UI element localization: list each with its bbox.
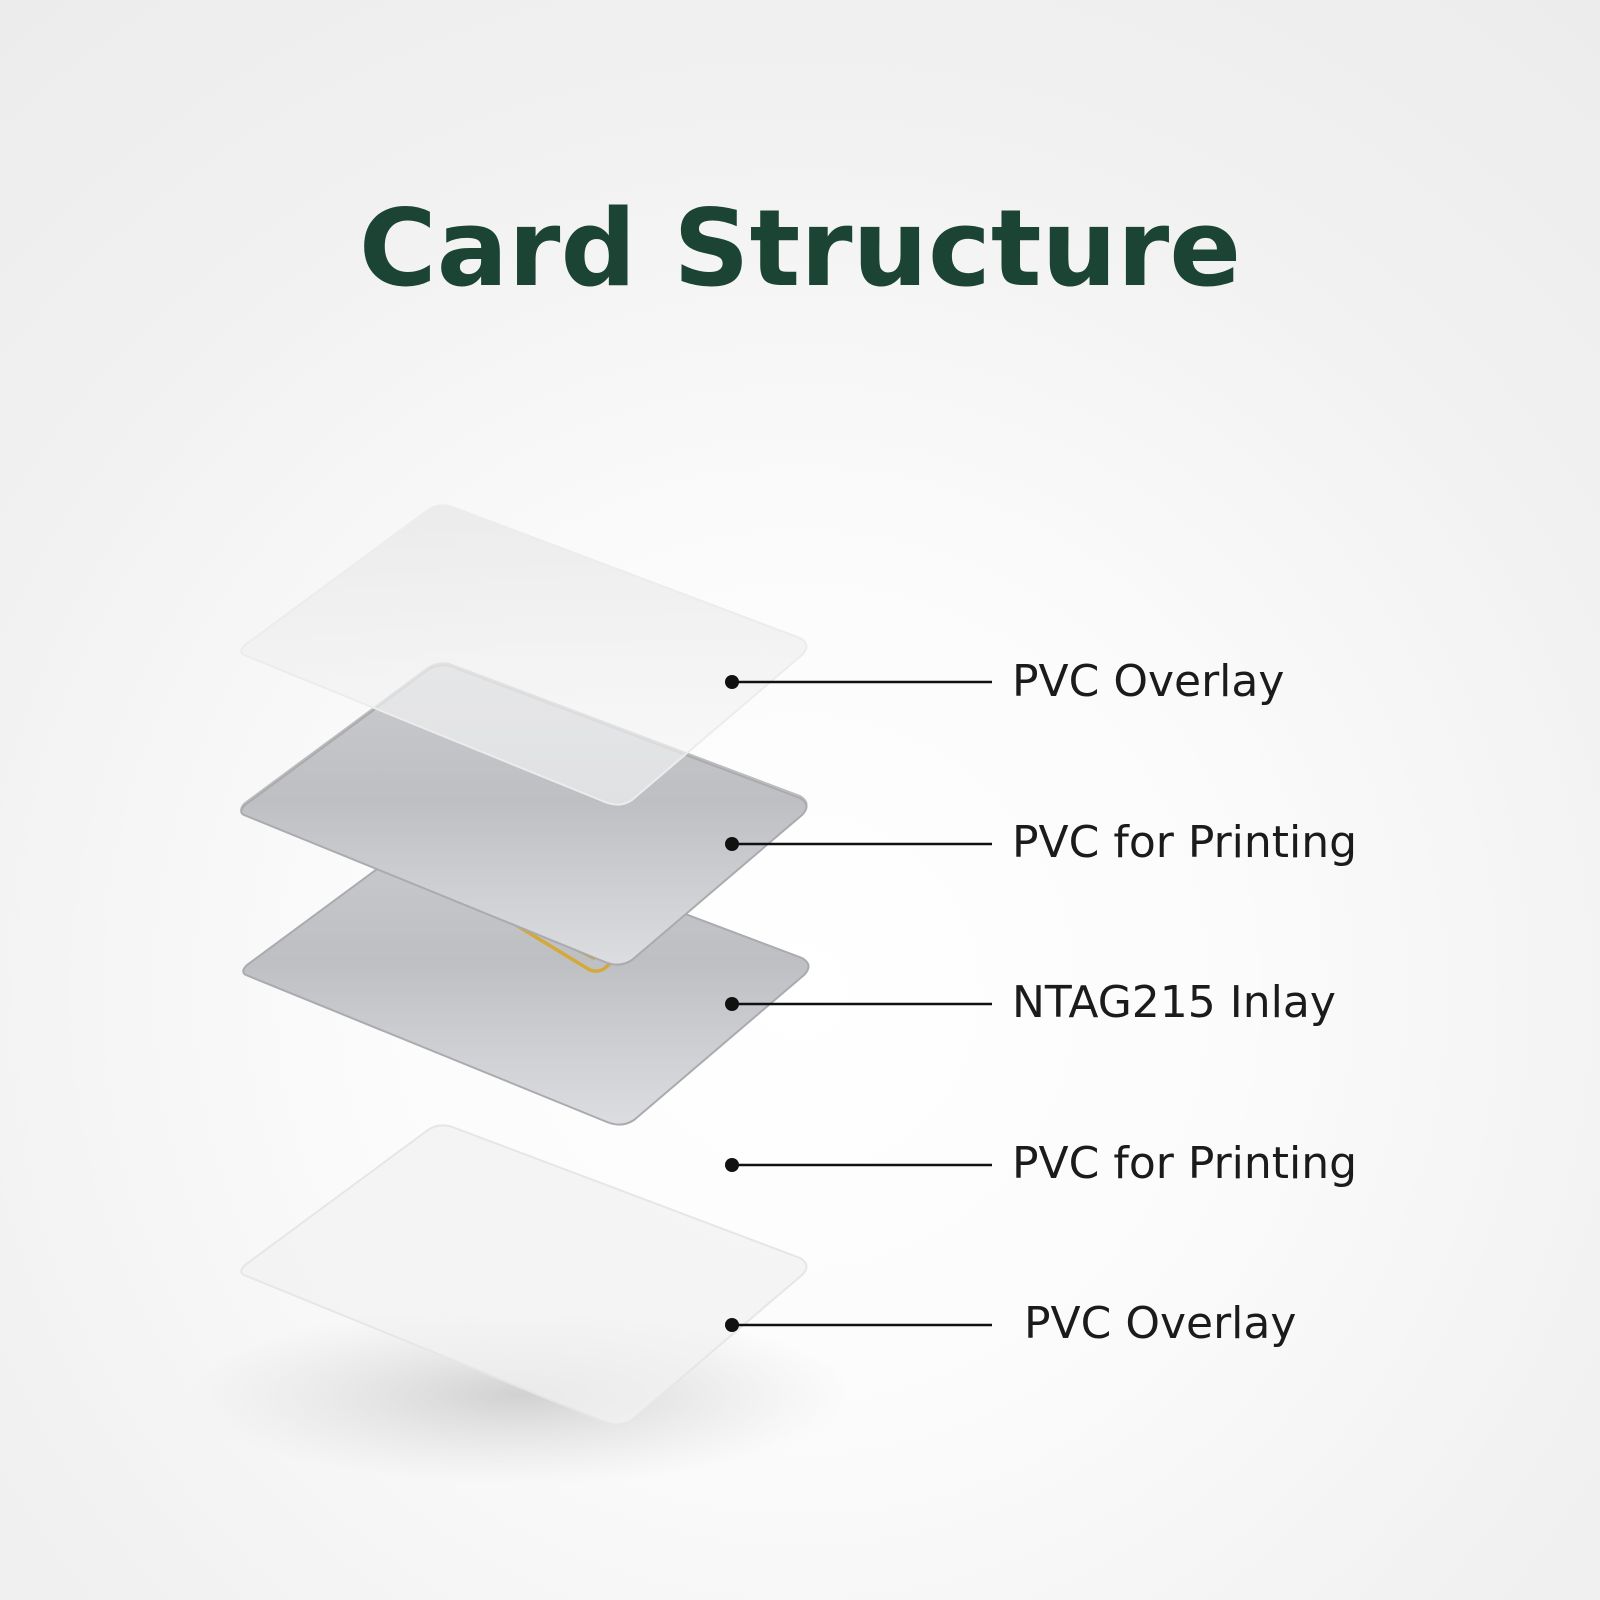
layer-label-pvc-printing-upper: PVC for Printing — [1012, 817, 1358, 868]
lower-printing-layer — [242, 824, 810, 1126]
layer-label-pvc-printing-lower: PVC for Printing — [1012, 1138, 1358, 1189]
leader-line-2 — [725, 837, 992, 851]
leader-line-1 — [725, 675, 992, 689]
leader-lines — [725, 675, 992, 1332]
page-title: Card Structure — [358, 187, 1242, 310]
leader-line-5 — [725, 1318, 992, 1332]
bottom-overlay-layer — [240, 1124, 808, 1426]
upper-printing-layer — [240, 664, 808, 966]
leader-line-3 — [725, 997, 992, 1011]
layer-label-ntag215-inlay: NTAG215 Inlay — [1012, 977, 1336, 1028]
leader-line-4 — [725, 1158, 992, 1172]
top-overlay-layer — [240, 504, 808, 806]
layer-label-pvc-overlay-bottom: PVC Overlay — [1024, 1298, 1297, 1349]
layer-label-pvc-overlay-top: PVC Overlay — [1012, 656, 1285, 707]
